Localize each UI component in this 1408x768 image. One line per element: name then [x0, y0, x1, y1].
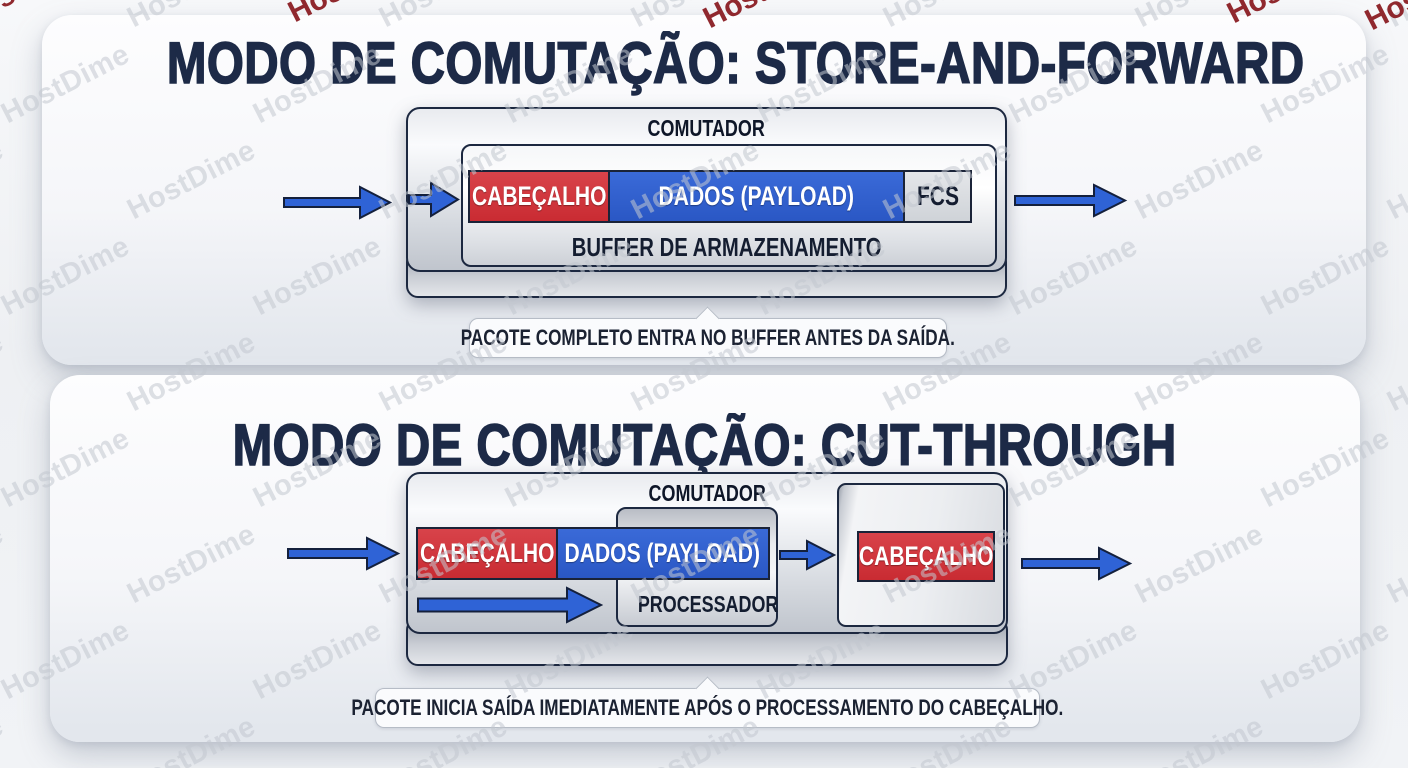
watermark-text: HostDime	[1382, 134, 1408, 226]
buffer-label: BUFFER DE ARMAZENAMENTO	[572, 232, 882, 262]
store-and-forward-panel: MODO DE COMUTAÇÃO: STORE-AND-FORWARD COM…	[42, 15, 1366, 365]
watermark-text: HostDime	[1382, 710, 1408, 768]
watermark-text: HostDime	[1382, 326, 1408, 418]
watermark-edge-fragment: HostDime	[1360, 0, 1408, 38]
processor-label: PROCESSADOR	[637, 591, 779, 617]
ingress-arrow-icon	[283, 185, 393, 220]
packet-header-segment: CABEÇALHO	[468, 170, 610, 223]
watermark-text: HostDime	[0, 518, 9, 610]
ingress-short-arrow-icon	[408, 181, 460, 218]
watermark-text: HostDime	[0, 326, 9, 418]
store-and-forward-caption: PACOTE COMPLETO ENTRA NO BUFFER ANTES DA…	[461, 306, 955, 358]
egress-port-box: CABEÇALHO	[837, 483, 1005, 627]
switch-label: COMUTADOR	[648, 480, 766, 506]
switch-cut-through: COMUTADOR PROCESSADOR CABEÇALHO DADOS (P…	[406, 472, 1008, 666]
cut-through-caption: PACOTE INICIA SAÍDA IMEDIATAMENTE APÓS O…	[352, 676, 1063, 728]
egress-arrow-icon	[1014, 183, 1128, 218]
packet-fcs-segment: FCS	[903, 170, 972, 223]
packet-payload-segment: DADOS (PAYLOAD)	[555, 527, 770, 580]
egress-header-box: CABEÇALHO	[857, 531, 995, 582]
forward-arrow-icon	[779, 539, 836, 571]
panel-title-cut-through: MODO DE COMUTAÇÃO: CUT-THROUGH	[232, 413, 1178, 478]
cut-through-panel: MODO DE COMUTAÇÃO: CUT-THROUGH COMUTADOR…	[50, 375, 1360, 742]
packet-cut-through: CABEÇALHO DADOS (PAYLOAD)	[416, 527, 770, 580]
watermark-text: HostDime	[0, 710, 9, 768]
packet-store-and-forward: CABEÇALHO DADOS (PAYLOAD) FCS	[468, 170, 972, 223]
watermark-text: HostDime	[1382, 0, 1408, 35]
header-processing-arrow-icon	[417, 586, 603, 624]
ingress-arrow-icon	[287, 536, 401, 571]
panel-title-store-and-forward: MODO DE COMUTAÇÃO: STORE-AND-FORWARD	[166, 31, 1305, 96]
switch-label: COMUTADOR	[647, 115, 766, 141]
packet-header-segment: CABEÇALHO	[416, 527, 558, 580]
watermark-text: HostDime	[0, 0, 9, 35]
egress-arrow-icon	[1021, 546, 1133, 581]
watermark-text: HostDime	[0, 134, 9, 226]
packet-payload-segment: DADOS (PAYLOAD)	[607, 170, 906, 223]
switch-store-and-forward: COMUTADOR CABEÇALHO DADOS (PAYLOAD) FCS …	[406, 107, 1007, 298]
watermark-text: HostDime	[1382, 518, 1408, 610]
